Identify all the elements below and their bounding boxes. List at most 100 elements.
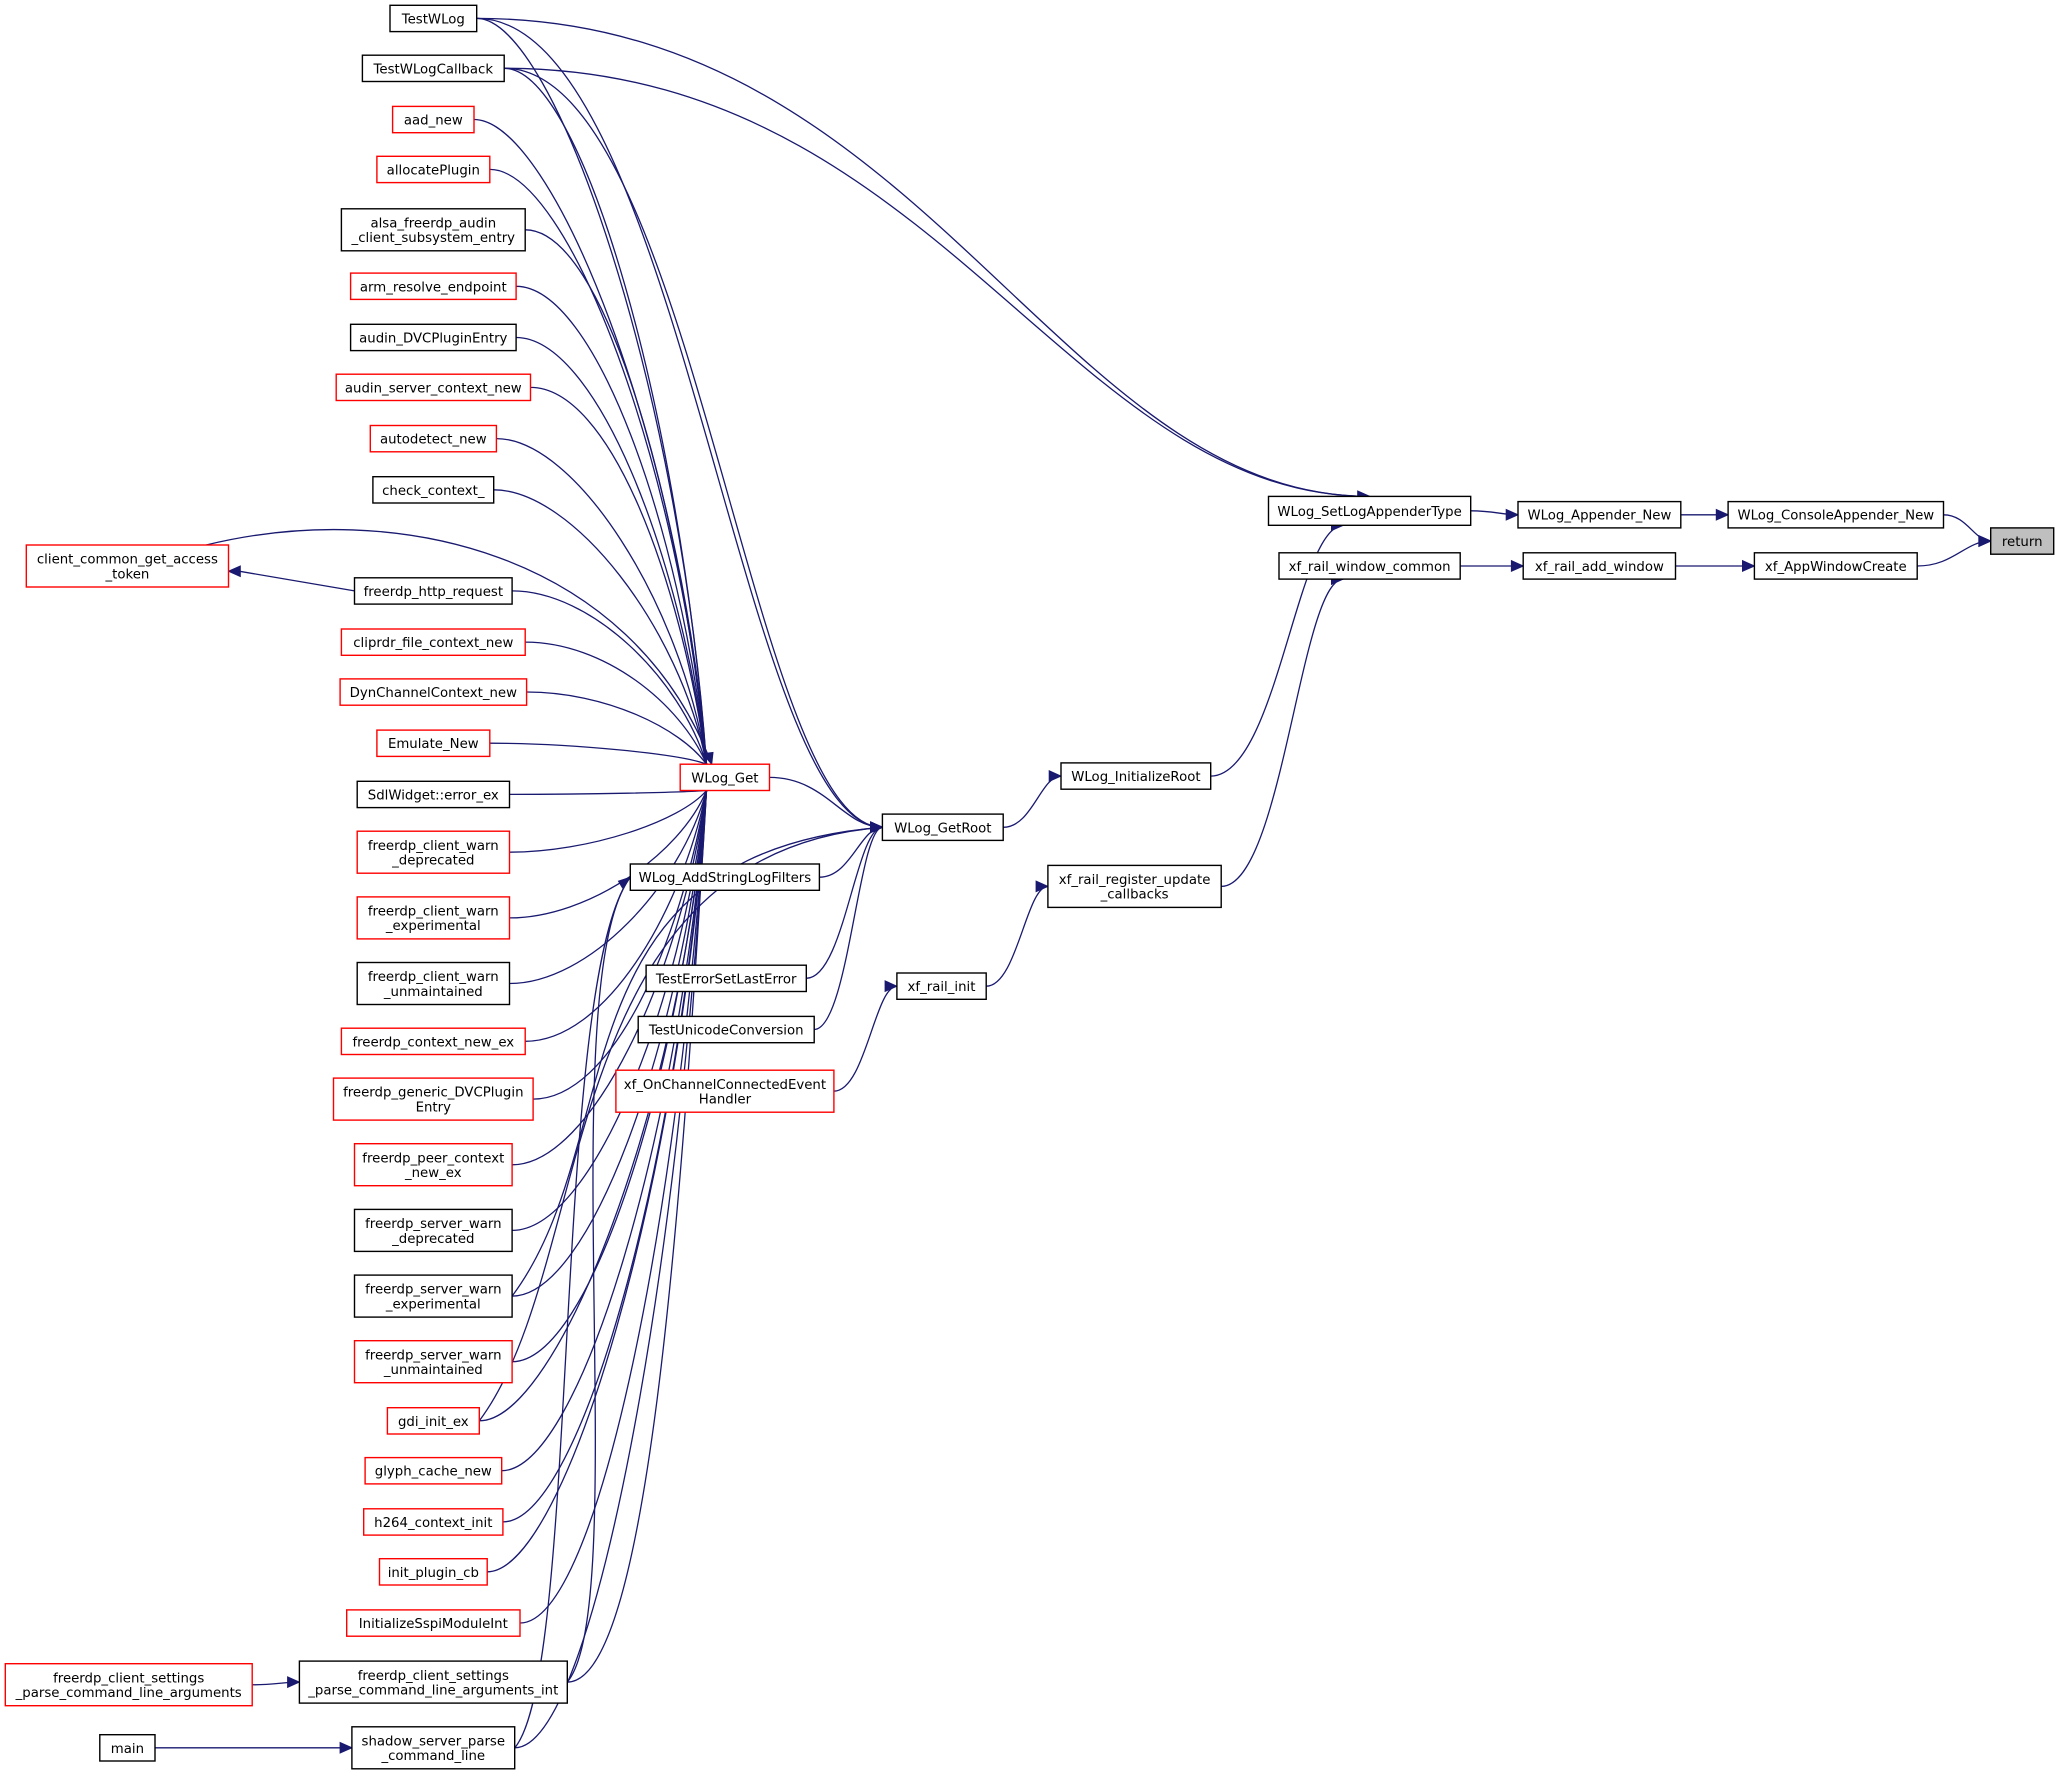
node-sspi-init[interactable]: InitializeSspiModuleInt — [346, 1609, 521, 1637]
node-label: allocatePlugin — [387, 163, 480, 178]
node-box — [376, 155, 491, 184]
edge-main-shadow_parse — [155, 1741, 354, 1754]
node-http-request[interactable]: freerdp_http_request — [353, 577, 513, 605]
node-box — [356, 780, 511, 809]
node-testwlog[interactable]: TestWLog — [389, 4, 478, 33]
node-label: glyph_cache_new — [375, 1465, 492, 1480]
node-label: freerdp_peer_context — [362, 1151, 504, 1166]
node-server-warn-unm[interactable]: freerdp_server_warn_unmaintained — [353, 1339, 513, 1384]
node-init-plugin-cb[interactable]: init_plugin_cb — [378, 1557, 488, 1586]
edge-allocateplugin-wlog_get — [489, 168, 708, 765]
node-box — [369, 424, 498, 453]
node-box — [1267, 495, 1472, 526]
node-gdi-init-ex[interactable]: gdi_init_ex — [386, 1406, 480, 1435]
node-label: _deprecated — [391, 1232, 474, 1247]
node-box — [351, 1726, 516, 1770]
node-box — [298, 1660, 568, 1704]
node-testerrorsetlasterror[interactable]: TestErrorSetLastError — [645, 964, 807, 993]
node-shadow-parse[interactable]: shadow_server_parse_command_line — [351, 1726, 516, 1770]
node-label: alsa_freerdp_audin — [370, 216, 496, 231]
edge-appender_new-consoleappender_new — [1680, 508, 1730, 521]
node-box — [679, 763, 771, 792]
edge-audin_dvc-wlog_get — [516, 336, 708, 765]
node-setlogappendertype[interactable]: WLog_SetLogAppenderType — [1267, 495, 1472, 526]
node-label: WLog_SetLogAppenderType — [1277, 505, 1461, 520]
node-appwindowcreate[interactable]: xf_AppWindowCreate — [1753, 552, 1918, 580]
node-testwlogcallback[interactable]: TestWLogCallback — [361, 54, 505, 83]
node-box — [353, 1339, 513, 1384]
node-h264-init[interactable]: h264_context_init — [363, 1508, 504, 1536]
node-box — [645, 964, 807, 993]
node-server-warn-dep[interactable]: freerdp_server_warn_deprecated — [353, 1208, 513, 1253]
node-alsa-entry[interactable]: alsa_freerdp_audin_client_subsystem_entr… — [340, 208, 526, 252]
node-aad-new[interactable]: aad_new — [391, 105, 475, 134]
node-label: _callbacks — [1100, 888, 1169, 903]
node-label: TestWLogCallback — [373, 62, 494, 77]
edge-aad_new-wlog_get — [473, 118, 708, 765]
node-sdlwidget[interactable]: SdlWidget::error_ex — [356, 780, 511, 809]
node-box — [896, 972, 987, 1000]
node-box — [353, 1142, 513, 1187]
node-box — [637, 1015, 815, 1044]
node-rail-window-common[interactable]: xf_rail_window_common — [1278, 552, 1461, 580]
node-allocateplugin[interactable]: allocatePlugin — [376, 155, 491, 184]
node-check-context[interactable]: check_context_ — [372, 476, 495, 504]
node-main[interactable]: main — [99, 1733, 156, 1762]
node-generic-dvc[interactable]: freerdp_generic_DVCPluginEntry — [332, 1077, 534, 1121]
node-audin-dvc[interactable]: audin_DVCPluginEntry — [349, 323, 517, 352]
node-wlog-get[interactable]: WLog_Get — [679, 763, 771, 792]
node-addstringlogfilters[interactable]: WLog_AddStringLogFilters — [629, 863, 821, 891]
node-box — [349, 272, 517, 301]
edge-server_warn_exp-wlog_get — [512, 790, 708, 1297]
node-label: xf_OnChannelConnectedEvent — [624, 1078, 826, 1093]
edge-sdlwidget-wlog_get — [509, 789, 707, 796]
edge-init_plugin_cb-wlog_get — [487, 790, 708, 1573]
node-peer-context[interactable]: freerdp_peer_context_new_ex — [353, 1142, 513, 1187]
node-label: Handler — [699, 1093, 752, 1108]
node-box — [361, 54, 505, 83]
node-glyph-cache[interactable]: glyph_cache_new — [364, 1456, 503, 1485]
node-settings-parse[interactable]: freerdp_client_settings_parse_command_li… — [4, 1662, 253, 1707]
node-label: xf_rail_add_window — [1535, 560, 1664, 575]
edge-getroot-initializeroot — [1003, 770, 1063, 828]
node-rail-init[interactable]: xf_rail_init — [896, 972, 987, 1000]
node-client-warn-unm[interactable]: freerdp_client_warn_unmaintained — [356, 961, 511, 1006]
node-consoleappender-new[interactable]: WLog_ConsoleAppender_New — [1727, 500, 1945, 529]
node-server-warn-exp[interactable]: freerdp_server_warn_experimental — [353, 1274, 513, 1318]
edge-context_new_ex-wlog_get — [525, 790, 708, 1042]
node-label: arm_resolve_endpoint — [360, 280, 507, 295]
node-audin-server[interactable]: audin_server_context_new — [335, 373, 532, 402]
node-getroot[interactable]: WLog_GetRoot — [881, 813, 1004, 842]
edge-settings_parse_int-wlog_get — [567, 790, 708, 1683]
node-client-common-token[interactable]: client_common_get_access_token — [25, 544, 230, 588]
node-label: _parse_command_line_arguments_int — [307, 1684, 558, 1699]
node-client-warn-exp[interactable]: freerdp_client_warn_experimental — [356, 896, 511, 940]
edge-alsa_entry-wlog_get — [525, 229, 708, 765]
node-appender-new[interactable]: WLog_Appender_New — [1517, 500, 1682, 529]
node-box — [1522, 552, 1677, 580]
node-client-warn-dep[interactable]: freerdp_client_warn_deprecated — [356, 830, 511, 874]
node-dynchannel[interactable]: DynChannelContext_new — [339, 678, 528, 706]
node-box — [353, 1208, 513, 1253]
node-settings-parse-int[interactable]: freerdp_client_settings_parse_command_li… — [298, 1660, 568, 1704]
node-emulate-new[interactable]: Emulate_New — [376, 729, 491, 758]
node-label: audin_server_context_new — [345, 381, 522, 396]
node-cliprdr-file[interactable]: cliprdr_file_context_new — [340, 628, 526, 656]
node-initializeroot[interactable]: WLog_InitializeRoot — [1060, 762, 1212, 790]
node-autodetect-new[interactable]: autodetect_new — [369, 424, 498, 453]
node-rail-add-window[interactable]: xf_rail_add_window — [1522, 552, 1677, 580]
node-box — [353, 1274, 513, 1318]
node-box — [356, 830, 511, 874]
node-box — [25, 544, 230, 588]
edge-testwlog-getroot — [476, 17, 884, 834]
node-rail-register-update[interactable]: xf_rail_register_update_callbacks — [1047, 864, 1222, 909]
node-context-new-ex[interactable]: freerdp_context_new_ex — [340, 1027, 526, 1056]
node-box — [378, 1557, 488, 1586]
node-box — [376, 729, 491, 758]
edge-shadow_parse-wlog_get — [514, 790, 708, 1749]
node-box — [340, 628, 526, 656]
node-label: TestErrorSetLastError — [655, 972, 797, 987]
node-arm-resolve[interactable]: arm_resolve_endpoint — [349, 272, 517, 301]
node-testunicodeconversion[interactable]: TestUnicodeConversion — [637, 1015, 815, 1044]
